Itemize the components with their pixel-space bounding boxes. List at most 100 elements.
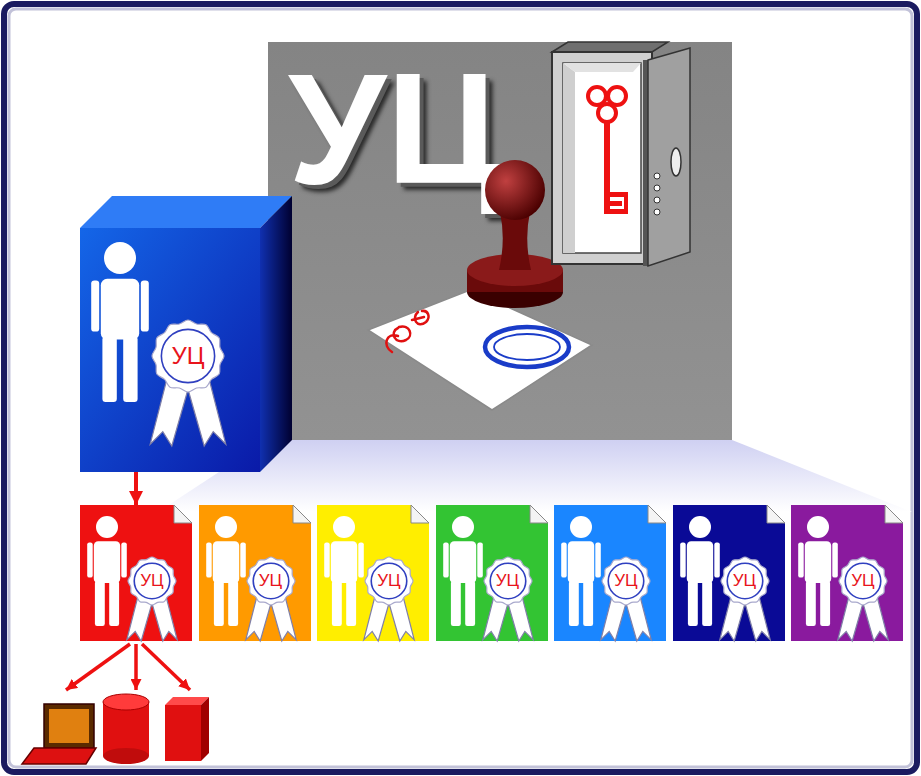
seal-rosette	[484, 557, 532, 605]
database-body	[103, 702, 149, 756]
seal-rosette	[247, 557, 295, 605]
safe-dial-dot	[654, 173, 660, 179]
stamp-neck	[499, 212, 531, 270]
person-arm	[87, 542, 93, 577]
cube-side	[260, 196, 292, 472]
person-torso	[94, 541, 120, 583]
certificate-cube: УЦ	[80, 196, 292, 472]
safe-inner-wall	[563, 63, 575, 253]
cube-front	[80, 228, 260, 472]
document-fold	[767, 505, 785, 523]
doc-outline	[554, 505, 666, 641]
person-torso	[568, 541, 594, 583]
person-leg	[687, 581, 697, 626]
person-leg	[702, 581, 712, 626]
key-tooth	[610, 201, 622, 206]
seal-imprint-inner	[494, 334, 560, 360]
person-leg	[450, 581, 460, 626]
person-arm	[798, 542, 804, 577]
safe-body	[552, 52, 652, 264]
device-arrow	[134, 644, 138, 690]
person-leg	[806, 581, 816, 626]
laptop-screen-frame	[44, 704, 94, 748]
person-torso	[449, 541, 475, 583]
key-tooth	[624, 192, 628, 214]
key-bow	[608, 87, 626, 105]
document-fold	[293, 505, 311, 523]
person-head	[215, 516, 237, 538]
database-bottom	[103, 748, 149, 764]
person-arm	[141, 280, 149, 331]
seal-rosette	[602, 557, 650, 605]
certificate-document: УЦ	[317, 505, 429, 641]
key-shaft	[604, 121, 610, 214]
seal-rosette	[365, 557, 413, 605]
person-leg	[213, 581, 223, 626]
person-arm	[121, 542, 127, 577]
person-head	[452, 516, 474, 538]
document-fold	[648, 505, 666, 523]
person-arm	[680, 542, 686, 577]
person-torso	[331, 541, 357, 583]
seal-rosette	[152, 320, 224, 392]
safe-interior	[563, 63, 641, 253]
key-bow	[598, 104, 616, 122]
person-arm	[240, 542, 246, 577]
wall-panel: УЦ	[268, 42, 732, 440]
device-arrow	[142, 644, 190, 690]
person-leg	[109, 581, 119, 626]
person-leg	[102, 336, 116, 402]
person-arm	[206, 542, 212, 577]
certificate-document: УЦ	[791, 505, 903, 641]
key-tooth	[610, 192, 628, 197]
stamp-base	[467, 270, 563, 292]
document-sheet	[80, 505, 192, 641]
person-arm	[714, 542, 720, 577]
document-sheet	[199, 505, 311, 641]
person-head	[570, 516, 592, 538]
seal-label: УЦ	[128, 571, 176, 591]
seal-label: УЦ	[365, 571, 413, 591]
inner-frame	[9, 9, 912, 767]
person-arm	[595, 542, 601, 577]
document-sheet	[673, 505, 785, 641]
box-top	[165, 697, 209, 705]
heading-letters: УЦ	[288, 34, 502, 224]
safe-inner-top	[563, 63, 641, 72]
stamp-base-top	[467, 254, 563, 286]
seal-label: УЦ	[152, 342, 224, 371]
document-fold	[174, 505, 192, 523]
person-head	[807, 516, 829, 538]
doc-outline	[436, 505, 548, 641]
seal-rosette	[128, 557, 176, 605]
person-leg	[346, 581, 356, 626]
doc-outline	[199, 505, 311, 641]
seal-label: УЦ	[484, 571, 532, 591]
safe-dial-dot	[654, 185, 660, 191]
safe-handle	[671, 148, 681, 176]
seal-label: УЦ	[839, 571, 887, 591]
seal-label: УЦ	[602, 571, 650, 591]
document-sheet	[436, 505, 548, 641]
person-arm	[832, 542, 838, 577]
certificate-document: УЦ	[199, 505, 311, 641]
doc-outline	[791, 505, 903, 641]
person-torso	[212, 541, 238, 583]
person-leg	[465, 581, 475, 626]
document-sheet	[317, 505, 429, 641]
stamp-handle	[485, 160, 545, 220]
person-head	[96, 516, 118, 538]
person-leg	[332, 581, 342, 626]
seal-imprint	[485, 327, 569, 367]
certificate-document: УЦ	[436, 505, 548, 641]
person-head	[104, 242, 136, 274]
safe-door-edge	[643, 60, 648, 266]
document-fold	[885, 505, 903, 523]
box-front	[165, 705, 201, 761]
safe-top	[552, 42, 668, 52]
device-arrow	[66, 644, 130, 690]
person-arm	[477, 542, 483, 577]
